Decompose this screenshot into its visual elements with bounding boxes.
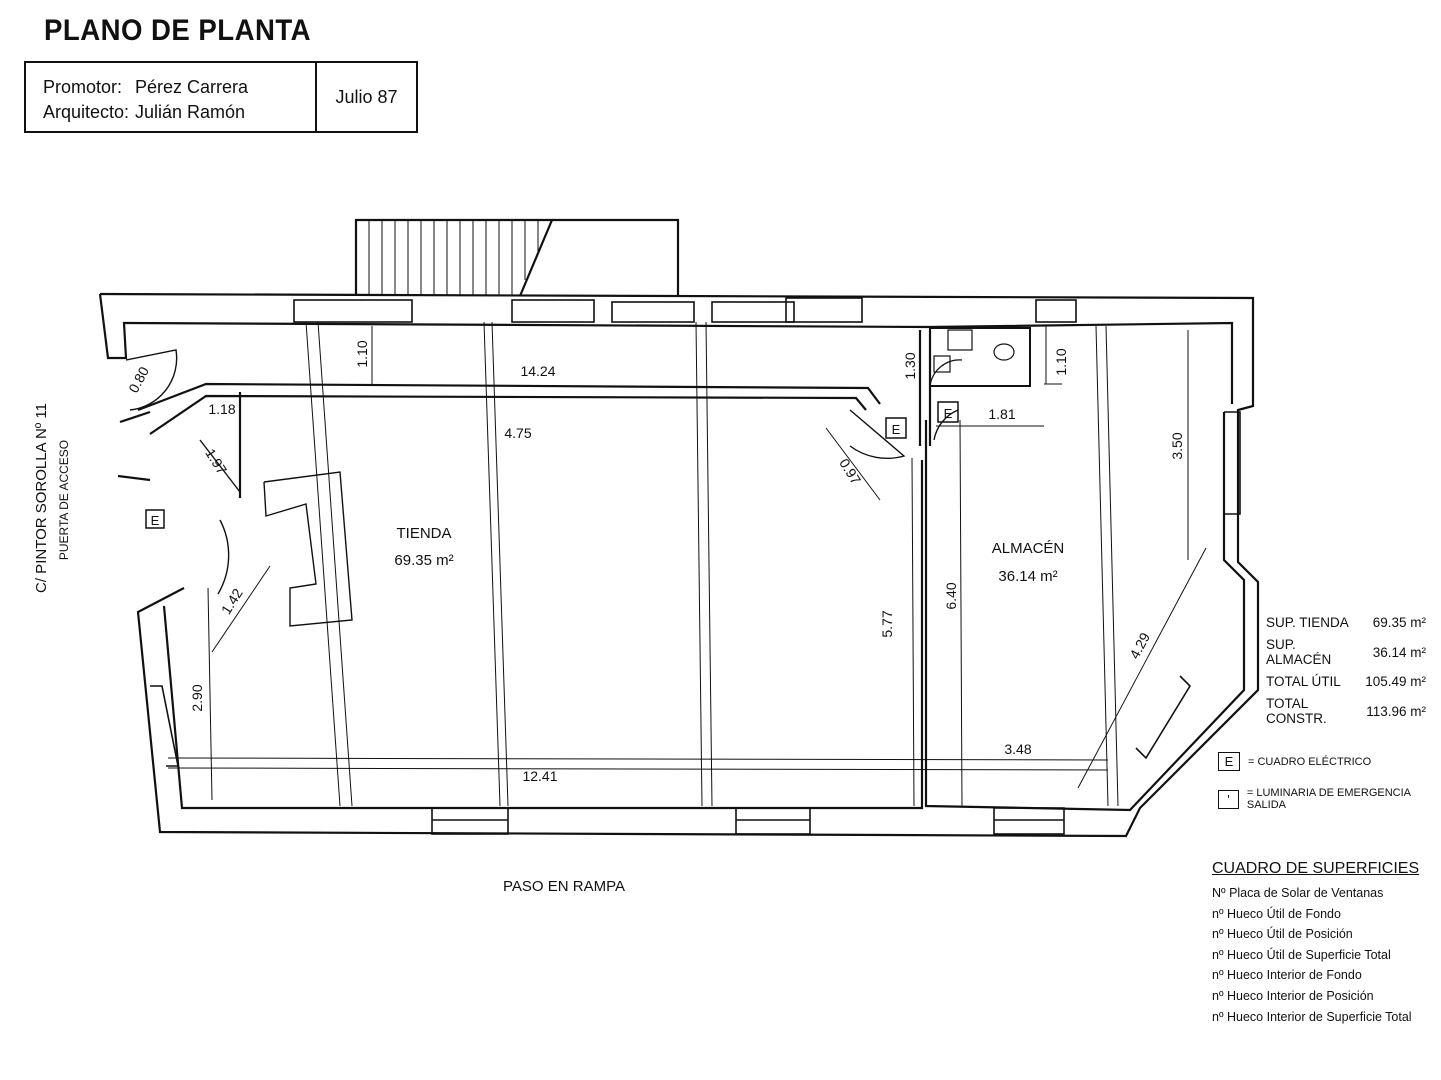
legend-electric: E = CUADRO ELÉCTRICO: [1218, 752, 1371, 771]
dim-110-right: 1.10: [1053, 348, 1069, 375]
project-credits: Promotor: Pérez Carrera Arquitecto:Julián…: [26, 63, 317, 131]
surface-table-heading: CUADRO DE SUPERFICIES: [1212, 860, 1420, 877]
room-name-almacen: ALMACÉN: [992, 540, 1065, 557]
emergency-light-icon: ': [1218, 789, 1239, 809]
dim-130: 1.30: [902, 352, 918, 379]
dim-197: 1.97: [202, 446, 230, 478]
stairs: [354, 218, 680, 297]
electric-panel-icon: E: [1218, 752, 1240, 771]
windows-south: [431, 807, 1065, 835]
plan-date: Julio 87: [335, 86, 398, 107]
legend-emergency-text: = LUMINARIA DE EMERGENCIA SALIDA: [1246, 787, 1411, 811]
list-item: nº Hueco Útil de Posición: [1212, 927, 1353, 942]
dim-640: 6.40: [943, 582, 959, 609]
dim-118: 1.18: [208, 401, 235, 417]
dim-1424: 14.24: [520, 363, 555, 379]
dim-475: 4.75: [504, 425, 531, 441]
dim-080: 0.80: [125, 364, 152, 396]
surface-table: CUADRO DE SUPERFICIES Nº Placa de Solar …: [1212, 860, 1419, 1030]
interior-wall: [137, 330, 932, 498]
electric-panel-label-2: E: [892, 422, 901, 437]
electric-panel-label-3: E: [944, 406, 953, 421]
summary-row: TOTAL CONSTR.113.96 m²: [1266, 696, 1426, 727]
room-area-tienda: 69.35 m²: [394, 552, 453, 569]
windows-side: [150, 411, 1241, 767]
dim-350: 3.50: [1169, 432, 1185, 459]
room-name-tienda: TIENDA: [396, 525, 451, 542]
room-area-almacen: 36.14 m²: [998, 568, 1057, 585]
legend-electric-text: = CUADRO ELÉCTRICO: [1248, 755, 1372, 768]
page-title: PLANO DE PLANTA: [44, 14, 312, 47]
windows-north: [293, 297, 1077, 323]
ramp-label: PASO EN RAMPA: [503, 878, 625, 895]
dim-181: 1.81: [988, 406, 1015, 422]
legend-emergency: ' = LUMINARIA DE EMERGENCIA SALIDA: [1218, 787, 1441, 811]
list-item: nº Hueco Interior de Superficie Total: [1212, 1009, 1412, 1024]
street-label: C/ PINTOR SOROLLA Nº 11: [33, 403, 50, 593]
bathroom: [929, 327, 1031, 387]
promotor-label: Promotor:: [43, 77, 123, 97]
list-item: nº Hueco Interior de Posición: [1212, 988, 1374, 1003]
dim-429: 4.29: [1126, 630, 1153, 662]
list-item: nº Hueco Útil de Fondo: [1212, 906, 1341, 921]
list-item: nº Hueco Interior de Fondo: [1212, 968, 1362, 983]
exterior-wall: [98, 292, 1260, 838]
shop-counter: [263, 471, 353, 627]
arquitecto-value: Julián Ramón: [135, 102, 246, 122]
dim-110-left: 1.10: [354, 340, 370, 367]
list-item: Nº Placa de Solar de Ventanas: [1212, 886, 1384, 900]
promotor-value: Pérez Carrera: [135, 77, 249, 97]
dim-097: 0.97: [836, 456, 864, 488]
dim-348: 3.48: [1004, 741, 1031, 757]
entrance-label: PUERTA DE ACCESO: [57, 440, 71, 560]
arquitecto-label: Arquitecto:: [43, 102, 130, 122]
dim-142: 1.42: [218, 585, 246, 617]
dim-577: 5.77: [879, 610, 895, 637]
dim-290: 2.90: [189, 684, 205, 711]
electric-panel-label-1: E: [151, 513, 160, 528]
dim-1241: 12.41: [522, 768, 557, 784]
list-item: nº Hueco Útil de Superficie Total: [1212, 947, 1391, 962]
dimension-lines: [167, 321, 1207, 807]
title-block: Promotor: Pérez Carrera Arquitecto:Julián…: [24, 61, 418, 133]
electric-panels: [145, 401, 959, 529]
